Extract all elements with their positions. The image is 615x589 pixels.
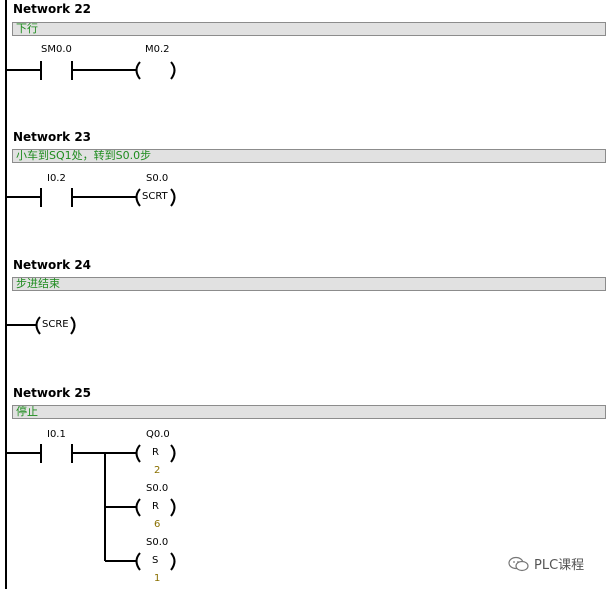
wechat-icon bbox=[508, 556, 530, 572]
coil-s0-0-reset-symbol: R bbox=[152, 501, 159, 512]
network-24-title: Network 24 bbox=[13, 258, 92, 272]
network-23-comment[interactable]: 小车到SQ1处，转到S0.0步 bbox=[12, 149, 606, 163]
network-25-title: Network 25 bbox=[13, 386, 92, 400]
coil-scrt-symbol: SCRT bbox=[142, 191, 168, 202]
coil-s0-0-label: S0.0 bbox=[146, 173, 169, 184]
network-25-comment[interactable]: 停止 bbox=[12, 405, 606, 419]
network-23-rung[interactable] bbox=[6, 188, 176, 207]
contact-i0-2-label: I0.2 bbox=[47, 173, 66, 184]
network-22-title: Network 22 bbox=[13, 2, 92, 16]
coil-m0-2-label: M0.2 bbox=[145, 44, 170, 55]
network-24-comment[interactable]: 步进结束 bbox=[12, 277, 606, 291]
power-rail bbox=[5, 0, 7, 589]
coil-m0-2-right-arc bbox=[170, 61, 176, 80]
coil-s0-0-reset-count: 6 bbox=[154, 519, 161, 530]
watermark-text: PLC课程 bbox=[534, 558, 585, 573]
coil-q0-0-reset-symbol: R bbox=[152, 447, 159, 458]
network-22-rung[interactable] bbox=[6, 61, 176, 80]
network-24-rung[interactable] bbox=[6, 316, 76, 335]
contact-i0-1-label: I0.1 bbox=[47, 429, 66, 440]
coil-s0-0-set-symbol: S bbox=[152, 555, 159, 566]
coil-q0-0-count: 2 bbox=[154, 465, 161, 476]
coil-q0-0-label: Q0.0 bbox=[146, 429, 170, 440]
network-22-comment[interactable]: 下行 bbox=[12, 22, 606, 36]
contact-sm0-0-label: SM0.0 bbox=[41, 44, 72, 55]
network-25-rung[interactable] bbox=[6, 444, 176, 571]
watermark: PLC课程 bbox=[508, 554, 584, 573]
coil-m0-2-left-arc bbox=[135, 61, 141, 80]
coil-s0-0-set-label: S0.0 bbox=[146, 537, 169, 548]
coil-s0-0-set-count: 1 bbox=[154, 573, 161, 584]
coil-s0-0-reset-label: S0.0 bbox=[146, 483, 169, 494]
coil-scre-symbol: SCRE bbox=[42, 319, 69, 330]
network-23-title: Network 23 bbox=[13, 130, 92, 144]
